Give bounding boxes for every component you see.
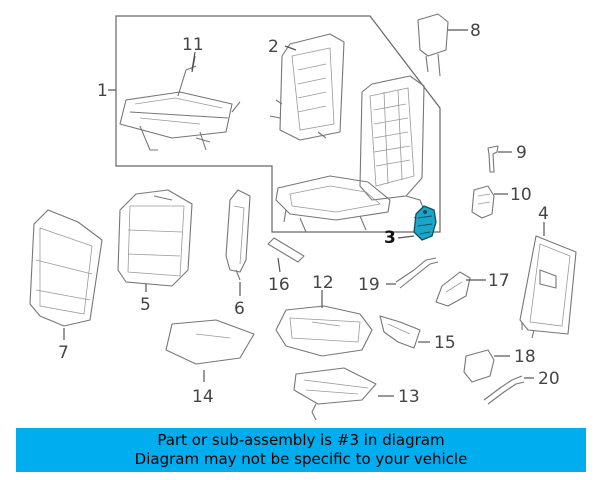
banner-line-1: Part or sub-assembly is #3 in diagram [157, 431, 445, 449]
part-19-rod [395, 257, 439, 289]
callout-18: 18 [514, 347, 536, 367]
part-16-bar [267, 237, 305, 263]
callout-15: 15 [434, 333, 456, 353]
part-17-trim-cover [435, 271, 471, 307]
callout-4: 4 [538, 204, 549, 224]
callout-9: 9 [516, 143, 527, 163]
callout-13: 13 [398, 387, 420, 407]
part-6-side-shield [225, 189, 251, 281]
part-7-cushion-cover [29, 209, 103, 327]
banner-line-2: Diagram may not be specific to your vehi… [134, 450, 468, 468]
part-4-back-panel [519, 235, 577, 339]
callout-14: 14 [192, 387, 214, 407]
assembly-outline-1 [115, 15, 441, 233]
part-1-seat-frame-assembly [275, 75, 425, 233]
callout-12: 12 [312, 273, 334, 293]
callout-7: 7 [58, 343, 69, 363]
callout-8: 8 [470, 21, 481, 41]
part-11-seat-frame-wire [119, 65, 241, 151]
leader-lines [63, 29, 545, 397]
part-2-seatback-frame [269, 33, 345, 141]
part-15-bracket [379, 315, 421, 349]
callout-3: 3 [384, 228, 396, 248]
callout-5: 5 [140, 295, 151, 315]
part-10-bracket [471, 185, 495, 219]
part-3-highlighted [413, 205, 437, 241]
callout-17: 17 [488, 271, 510, 291]
callout-20: 20 [538, 369, 560, 389]
callout-19: 19 [358, 275, 380, 295]
part-9-fastener [487, 145, 499, 173]
callout-6: 6 [234, 299, 245, 319]
callout-1: 1 [97, 81, 108, 101]
callout-2: 2 [268, 37, 279, 57]
callout-11: 11 [182, 35, 204, 55]
part-5-seatback-cover [117, 189, 193, 287]
parts-diagram: 1 2 3 4 5 6 7 8 9 10 11 12 13 14 15 16 1… [29, 13, 577, 421]
info-banner: Part or sub-assembly is #3 in diagram Di… [16, 428, 586, 472]
callout-16: 16 [268, 275, 290, 295]
part-20-handle [483, 375, 525, 405]
part-8-headrest [417, 13, 449, 77]
callout-10: 10 [510, 185, 532, 205]
part-13-heater-mat [293, 367, 377, 421]
part-14-cushion-pad [165, 319, 255, 365]
part-18-cover [463, 349, 495, 383]
part-12-cushion-pad [275, 305, 373, 357]
